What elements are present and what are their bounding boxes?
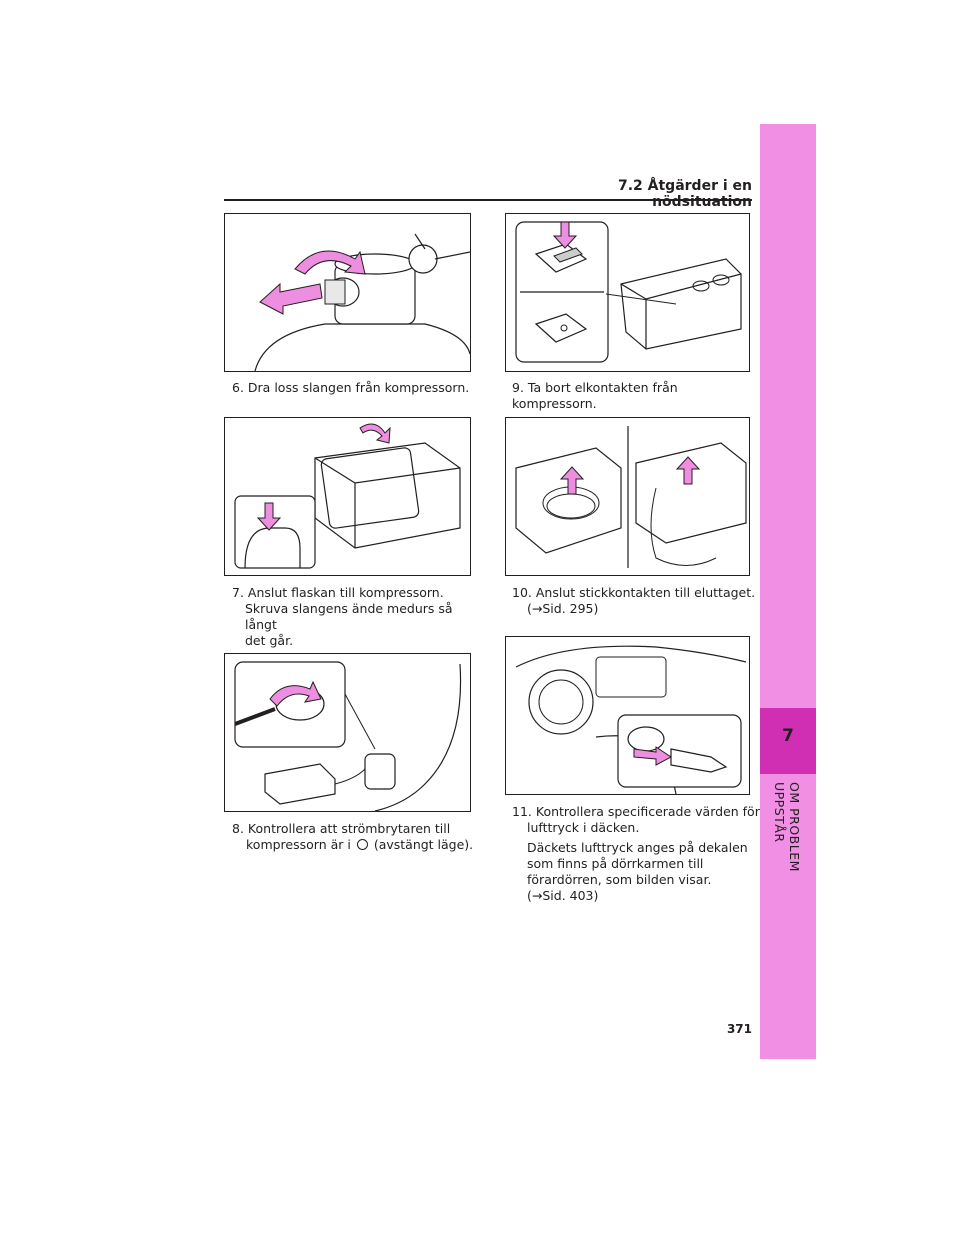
figure-remove-plug [505,213,750,372]
chapter-tab [760,124,816,1059]
figure-connect-bottle [224,417,471,576]
figure-unwind-cable [505,417,750,576]
chapter-number-box [760,708,816,774]
page-number: 371 [726,1022,752,1036]
header-rule [224,199,752,201]
off-symbol-icon [356,839,368,850]
section-title: 7.2 Åtgärder i en nödsituation [617,178,752,210]
chapter-label: OM PROBLEM UPPSTÅR [772,782,802,872]
step-11: 11. Kontrollera specificerade värden för… [512,804,760,835]
figure-power-outlet [505,636,750,795]
chapter-number: 7 [782,726,794,746]
figure-pull-hose [224,213,471,372]
step-10: 10. Anslut stickkontakten till eluttaget… [512,585,756,616]
step-7: 7. Anslut flaskan till kompressorn. [232,585,444,600]
step-8: 8. Kontrollera att strömbrytaren till ko… [232,821,474,852]
step-6: 6. Dra loss slangen från kompressorn. [232,380,470,395]
step-9: 9. Ta bort elkontakten från kompressorn. [512,380,678,411]
figure-switch-off [224,653,471,812]
